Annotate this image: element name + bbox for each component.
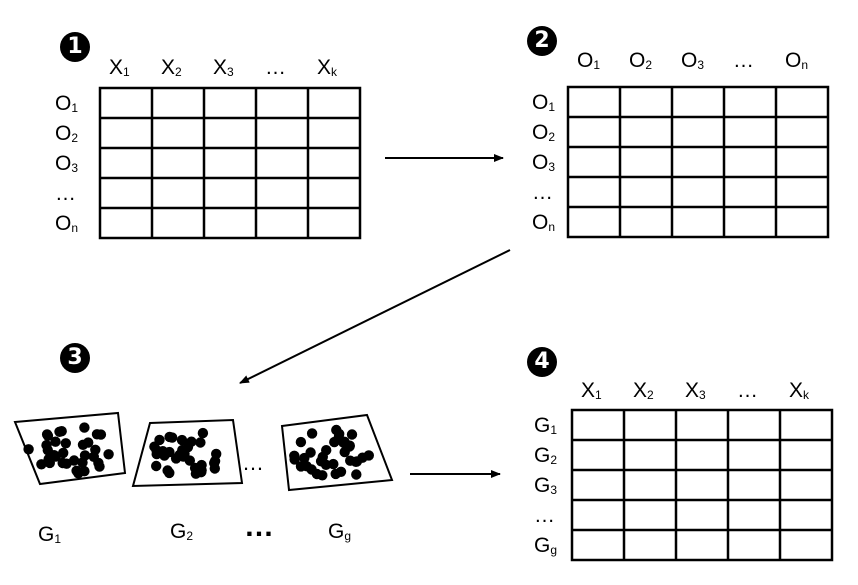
cluster-dot [346, 429, 358, 440]
step-badge-2: 2 [527, 26, 557, 56]
cluster-dot [186, 436, 197, 447]
cluster-dot [170, 453, 182, 464]
cluster-dot [41, 440, 52, 451]
cluster-dot [330, 468, 341, 480]
step-badge-3: 3 [60, 343, 90, 373]
panel-1-row-label: … [55, 182, 76, 205]
cluster-dot [328, 458, 339, 470]
cluster-dot [83, 437, 94, 448]
cluster-dot [103, 449, 114, 460]
panel-2-col-label: O2 [629, 49, 653, 72]
cluster-outline [13, 411, 127, 486]
cluster-dot [43, 453, 54, 465]
step-badge-1: 1 [60, 32, 90, 62]
panel-4-col-label: … [737, 379, 758, 402]
panel-4-row-label: G1 [534, 414, 558, 437]
cluster-dot [58, 447, 69, 459]
panel-1-grid-frame [98, 86, 362, 240]
cluster-dot [357, 452, 368, 463]
cluster-dot [91, 429, 103, 440]
cluster-dot [351, 469, 362, 480]
cluster-dot [306, 428, 318, 439]
panel-1-col-label: X1 [109, 56, 130, 79]
cluster-dot [295, 461, 307, 472]
cluster-dot [151, 448, 162, 460]
cluster-dot [211, 448, 222, 460]
panel-2-row-label: O3 [532, 151, 556, 174]
cluster-outline [280, 413, 394, 492]
panel-2-row-label: O2 [532, 121, 556, 144]
group-label: Gg [328, 520, 352, 543]
panel-1-row-label: O2 [55, 122, 79, 145]
cluster-dot [93, 457, 104, 469]
panel-2-row-label: O1 [532, 91, 556, 114]
panel-1-col-label: Xk [317, 56, 338, 79]
group-label: G2 [170, 520, 194, 543]
step-badge-4: 4 [527, 347, 557, 377]
panel-4-col-label: Xk [789, 379, 810, 402]
cluster-dot [36, 459, 47, 470]
cluster-dot [190, 468, 202, 479]
group-label: G1 [38, 523, 62, 546]
cluster-dot [333, 432, 344, 443]
cluster-dot [176, 434, 188, 446]
panel-4-row-label: G2 [534, 444, 558, 467]
panel-4-row-label: G3 [534, 474, 558, 497]
panel-1-col-label: X3 [213, 56, 234, 79]
panel-2-col-label: … [733, 49, 754, 72]
panel-4-col-label: X3 [685, 379, 706, 402]
panel-2-row-label: … [532, 181, 553, 204]
panel-4-row-label: Gg [534, 534, 558, 557]
panel-4-col-label: X2 [633, 379, 654, 402]
cluster-dot [79, 422, 90, 433]
panel-4-row-label: … [534, 504, 555, 527]
panel-1-col-label: X2 [161, 56, 182, 79]
cluster-dot [77, 457, 88, 468]
cluster-dot [177, 444, 188, 456]
panel-1-row-label: O1 [55, 92, 79, 115]
cluster-dot [151, 460, 162, 472]
panel-2-grid-frame [566, 85, 830, 239]
cluster-dot [41, 429, 53, 440]
panel-1-col-label: … [265, 56, 286, 79]
panel-2-row-label: On [532, 211, 556, 234]
cluster-dot [162, 465, 173, 476]
cluster-dot [196, 459, 207, 471]
cluster-dot [311, 468, 323, 480]
cluster-ellipsis: … [242, 450, 264, 475]
cluster-dot [197, 427, 209, 439]
cluster-dot [295, 436, 307, 448]
panel-2-col-label: O1 [577, 49, 601, 72]
panel-4-col-label: X1 [581, 379, 602, 402]
cluster-dot [73, 468, 84, 479]
panel-2-col-label: On [785, 49, 809, 72]
cluster-dot [209, 457, 220, 469]
cluster-dot [23, 444, 34, 455]
panel-4-grid-frame [570, 408, 834, 562]
cluster-dot [54, 426, 65, 437]
panel-1-row-label: On [55, 212, 79, 235]
panel-1-row-label: O3 [55, 152, 79, 175]
cluster-dot [90, 444, 101, 455]
cluster-dot [164, 446, 175, 458]
cluster-outline [131, 418, 244, 488]
panel-2-col-label: O3 [681, 49, 705, 72]
cluster-dot [50, 436, 61, 447]
group-label-ellipsis: … [244, 510, 276, 543]
cluster-dot [289, 454, 300, 465]
cluster-dot [167, 432, 178, 443]
cluster-dot [61, 458, 72, 469]
cluster-dot [305, 447, 316, 458]
cluster-dot [60, 438, 71, 449]
cluster-dot [195, 437, 206, 448]
arrow-2-to-3 [239, 249, 511, 384]
